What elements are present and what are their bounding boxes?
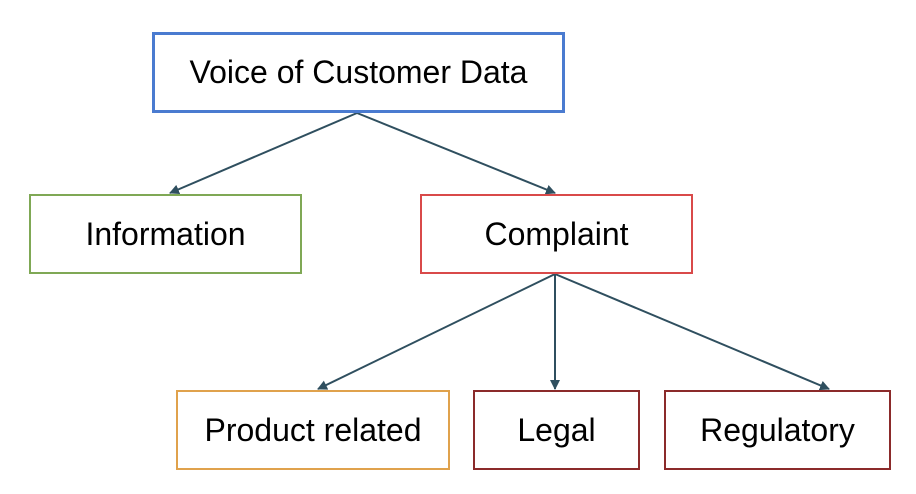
node-legal: Legal	[473, 390, 640, 470]
node-regulatory: Regulatory	[664, 390, 891, 470]
arrow-complaint-to-product-related	[317, 273, 556, 390]
node-label: Product related	[204, 411, 422, 448]
node-label: Complaint	[484, 215, 629, 252]
node-label: Information	[85, 215, 246, 252]
node-label: Voice of Customer Data	[189, 54, 528, 90]
arrow-root-to-information	[169, 112, 358, 195]
arrow-root-to-complaint	[356, 112, 556, 195]
node-information: Information	[29, 194, 302, 274]
node-product-related: Product related	[176, 390, 450, 470]
node-label: Regulatory	[700, 411, 855, 448]
node-complaint: Complaint	[420, 194, 693, 274]
arrow-complaint-to-regulatory	[554, 273, 830, 391]
node-label: Legal	[517, 411, 596, 448]
node-voice-of-customer-data: Voice of Customer Data	[152, 32, 565, 113]
